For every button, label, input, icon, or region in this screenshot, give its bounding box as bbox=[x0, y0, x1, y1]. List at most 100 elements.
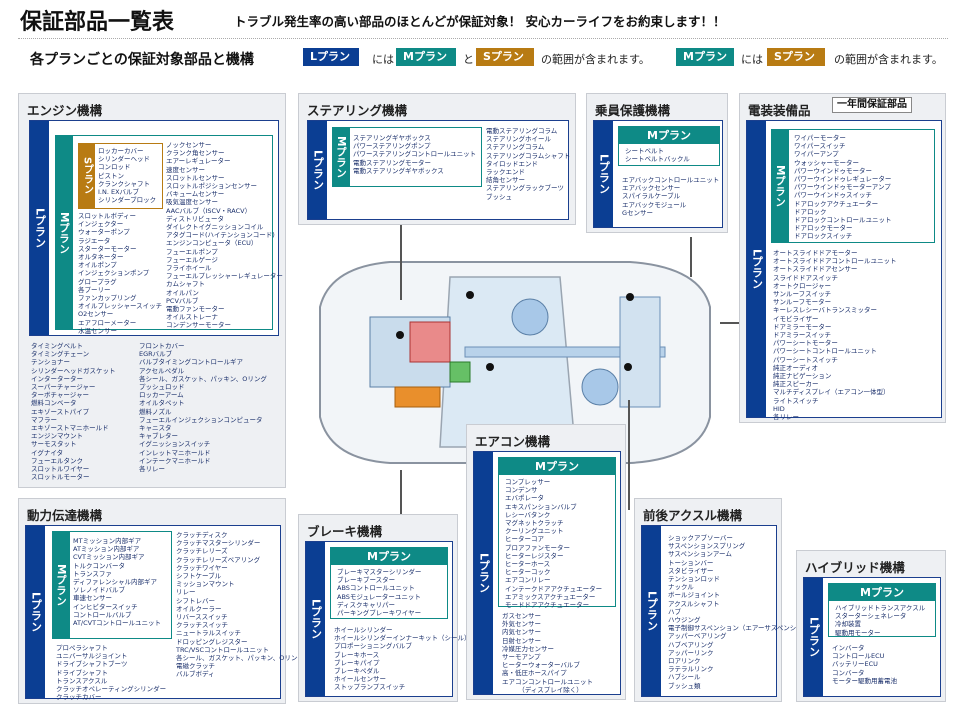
aircon-l-items: ガスセンサー 外気センサー 内気センサー 日射センサー 冷媒圧力センサー サーモ… bbox=[502, 612, 593, 694]
legend-l-plan: Lプラン bbox=[303, 48, 359, 66]
occupant-section: 乗員保護機構 Lプラン Mプラン シートベルト シートベルトバックル エアバック… bbox=[586, 93, 728, 233]
aircon-section: エアコン機構 Lプラン Mプラン コンプレッサー コンデンサ エバポレータ エキ… bbox=[466, 424, 626, 700]
occupant-l-plan-box: Lプラン Mプラン シートベルト シートベルトバックル エアバックコントロールユ… bbox=[593, 120, 723, 228]
legend-s-plan-2: Sプラン bbox=[767, 48, 825, 66]
brake-title: ブレーキ機構 bbox=[307, 524, 383, 539]
legend-m-plan-2: Mプラン bbox=[676, 48, 734, 66]
point-axle bbox=[624, 363, 632, 371]
driveshaft bbox=[464, 346, 666, 358]
legend-s-plan: Sプラン bbox=[476, 48, 534, 66]
l-plan-tab: Lプラン bbox=[306, 542, 325, 696]
electrical-l-items: オートスライドドアモーター オートスライドドアコントロールユニット オートスライ… bbox=[773, 249, 897, 422]
hybrid-l-plan-box: Lプラン Mプラン ハイブリッドトランスアクスル スターターシェネレータ 冷却装… bbox=[803, 577, 941, 697]
m-plan-tab: Mプラン bbox=[772, 130, 789, 242]
hybrid-m-items: ハイブリッドトランスアクスル スターターシェネレータ 冷却装置 駆動用モーター bbox=[835, 604, 926, 637]
hybrid-title: ハイブリッド機構 bbox=[805, 560, 905, 575]
drivetrain-l-plan-box: Lプラン Mプラン MTミッション内部ギア ATミッション内部ギア CVTミッシ… bbox=[25, 525, 304, 702]
engine-m-plan-box: Mプラン Sプラン ロッカーカバー シリンダーヘッド コンロッド ピストン クラ… bbox=[55, 135, 283, 335]
aircon-l-plan-box: Lプラン Mプラン コンプレッサー コンデンサ エバポレータ エキスパンションバ… bbox=[473, 451, 621, 695]
m-plan-tab: Mプラン bbox=[53, 532, 70, 638]
occupant-title: 乗員保護機構 bbox=[595, 103, 671, 118]
m-plan-tab: Mプラン bbox=[333, 128, 350, 186]
axle-l-items: ショックアブソーバー サスペンションスプリング サスペンションアーム トーション… bbox=[668, 534, 816, 690]
axle-title: 前後アクスル機構 bbox=[643, 508, 743, 523]
axle-section: 前後アクスル機構 Lプラン ショックアブソーバー サスペンションスプリング サス… bbox=[634, 498, 816, 702]
hybrid-m-plan-box: Mプラン ハイブリッドトランスアクスル スターターシェネレータ 冷却装置 駆動用… bbox=[828, 583, 936, 637]
brake-part bbox=[449, 361, 471, 383]
engine-l-col2: フロントカバー EGRバルブ バルブタイミングコントロールギア アクセルペダル … bbox=[139, 342, 267, 474]
drivetrain-m-col2: クラッチディスク クラッチマスターシリンダー クラッチレリーズ クラッチレリーズ… bbox=[176, 531, 304, 679]
drivetrain-title: 動力伝達機構 bbox=[27, 508, 103, 523]
page-title: 保証部品一覧表 bbox=[20, 10, 175, 35]
drivetrain-section: 動力伝達機構 Lプラン Mプラン MTミッション内部ギア ATミッション内部ギア… bbox=[18, 498, 304, 704]
connector-line bbox=[720, 322, 740, 324]
m-plan-tab: Mプラン bbox=[56, 136, 73, 329]
engine-section: エンジン機構 Lプラン Mプラン Sプラン ロッカーカバー シリンダーヘッド コ… bbox=[18, 93, 286, 488]
legend-subtitle: 各プランごとの保証対象部品と機構 bbox=[30, 52, 254, 68]
legend-range2: の範囲が含まれます。 bbox=[834, 53, 943, 66]
engine-m-col1: スロットルボディー インジェクター ウォーターポンプ ラジエータ スターターモー… bbox=[78, 212, 163, 335]
point-engine bbox=[396, 331, 404, 339]
occupant-m-items: シートベルト シートベルトバックル bbox=[625, 147, 690, 164]
l-plan-tab: Lプラン bbox=[804, 578, 823, 696]
brake-l-plan-box: Lプラン Mプラン ブレーキマスターシリンダー ブレーキブースター ABSコント… bbox=[305, 541, 471, 697]
drivetrain-m-col1: MTミッション内部ギア ATミッション内部ギア CVTミッション内部ギア トルク… bbox=[73, 537, 162, 628]
legend-to: と bbox=[463, 53, 474, 66]
s-plan-tab: Sプラン bbox=[79, 144, 95, 208]
steering-l-plan-box: Lプラン Mプラン ステアリングギヤボックス パワーステアリングポンプ パワース… bbox=[307, 120, 570, 220]
hybrid-l-items: インバータ コントロールECU バッテリーECU コンバータ モーター駆動用蓄電… bbox=[832, 644, 897, 685]
seat-rear bbox=[581, 368, 619, 406]
point-occupant bbox=[626, 293, 634, 301]
occupant-l-items: エアバックコントロールユニット エアバックセンサー スパイラルケーブル エアバッ… bbox=[622, 176, 720, 217]
l-plan-tab: Lプラン bbox=[474, 452, 493, 694]
steering-m-plan-box: Mプラン ステアリングギヤボックス パワーステアリングポンプ パワーステアリング… bbox=[332, 127, 482, 187]
m-plan-header: Mプラン bbox=[829, 584, 935, 601]
m-plan-header: Mプラン bbox=[499, 458, 615, 475]
drivetrain-l-col1: プロペラシャフト ユニバーサルジョイント ドライブシャフトブーツ ドライブシャフ… bbox=[56, 644, 167, 702]
l-plan-tab: Lプラン bbox=[30, 121, 49, 335]
electrical-section: 電装装備品 一年間保証部品 Lプラン Mプラン ワイパーモーター ワイパースイッ… bbox=[739, 93, 946, 423]
drivetrain-m-plan-box: Mプラン MTミッション内部ギア ATミッション内部ギア CVTミッション内部ギ… bbox=[52, 531, 172, 639]
steering-title: ステアリング機構 bbox=[307, 103, 408, 118]
l-plan-tab: Lプラン bbox=[747, 121, 766, 417]
brake-m-items: ブレーキマスターシリンダー ブレーキブースター ABSコントロールユニット AB… bbox=[337, 568, 422, 618]
electrical-l-plan-box: Lプラン Mプラン ワイパーモーター ワイパースイッチ ワイパーアンプ ウォッシ… bbox=[746, 120, 942, 422]
engine-title: エンジン機構 bbox=[27, 103, 103, 118]
car-illustration bbox=[319, 261, 711, 464]
transmission-part bbox=[394, 386, 441, 408]
brake-l-items: ホイールシリンダー ホイールシリンダーインナーキット（シール） プロポーショニン… bbox=[334, 626, 471, 692]
axle-l-plan-box: Lプラン ショックアブソーバー サスペンションスプリング サスペンションアーム … bbox=[641, 525, 816, 697]
rear-axle bbox=[619, 296, 661, 408]
connector-line bbox=[628, 400, 630, 510]
connector-line bbox=[400, 225, 402, 300]
electrical-title: 電装装備品 bbox=[748, 103, 811, 118]
l-plan-tab: Lプラン bbox=[594, 121, 613, 227]
legend-niwa-2: には bbox=[741, 53, 763, 66]
engine-s-part bbox=[409, 321, 451, 363]
l-plan-tab: Lプラン bbox=[308, 121, 327, 219]
legend-range1: の範囲が含まれます。 bbox=[541, 53, 650, 66]
aircon-m-items: コンプレッサー コンデンサ エバポレータ エキスパンションバルブ レシーバタンク… bbox=[505, 478, 603, 610]
point-aircon bbox=[486, 363, 494, 371]
engine-l-plan-box: Lプラン Mプラン Sプラン ロッカーカバー シリンダーヘッド コンロッド ピス… bbox=[29, 120, 283, 336]
electrical-m-plan-box: Mプラン ワイパーモーター ワイパースイッチ ワイパーアンプ ウォッシャーモータ… bbox=[771, 129, 935, 243]
l-plan-tab: Lプラン bbox=[26, 526, 45, 698]
seat-front bbox=[511, 298, 549, 336]
brake-section: ブレーキ機構 Lプラン Mプラン ブレーキマスターシリンダー ブレーキブースター… bbox=[298, 514, 471, 702]
l-plan-tab: Lプラン bbox=[642, 526, 661, 696]
engine-s-plan-box: Sプラン ロッカーカバー シリンダーヘッド コンロッド ピストン クランクシャフ… bbox=[78, 143, 163, 209]
occupant-m-plan-box: Mプラン シートベルト シートベルトバックル bbox=[618, 126, 720, 166]
page-tagline: トラブル発生率の高い部品のほとんどが保証対象！ 安心カーライフをお約束します！！ bbox=[234, 14, 726, 29]
hybrid-section: ハイブリッド機構 Lプラン Mプラン ハイブリッドトランスアクスル スターターシ… bbox=[796, 550, 946, 702]
engine-m-col2: ノックセンサー クランク角センサー エアーレギュレーター 速度センサー スロット… bbox=[166, 141, 283, 330]
divider bbox=[18, 38, 948, 39]
warranty-note-badge: 一年間保証部品 bbox=[832, 97, 912, 113]
steering-m-col1: ステアリングギヤボックス パワーステアリングポンプ パワーステアリングコントロー… bbox=[353, 134, 477, 175]
aircon-title: エアコン機構 bbox=[475, 434, 551, 449]
steering-section: ステアリング機構 Lプラン Mプラン ステアリングギヤボックス パワーステアリン… bbox=[298, 93, 576, 225]
connector-line bbox=[400, 470, 402, 520]
legend-m-plan: Mプラン bbox=[396, 48, 456, 66]
m-plan-header: Mプラン bbox=[331, 548, 447, 565]
engine-l-col1: タイミングベルト タイミングチェーン テンショナー シリンダーヘッドガスケット … bbox=[31, 342, 116, 482]
aircon-m-plan-box: Mプラン コンプレッサー コンデンサ エバポレータ エキスパンションバルブ レシ… bbox=[498, 457, 616, 610]
